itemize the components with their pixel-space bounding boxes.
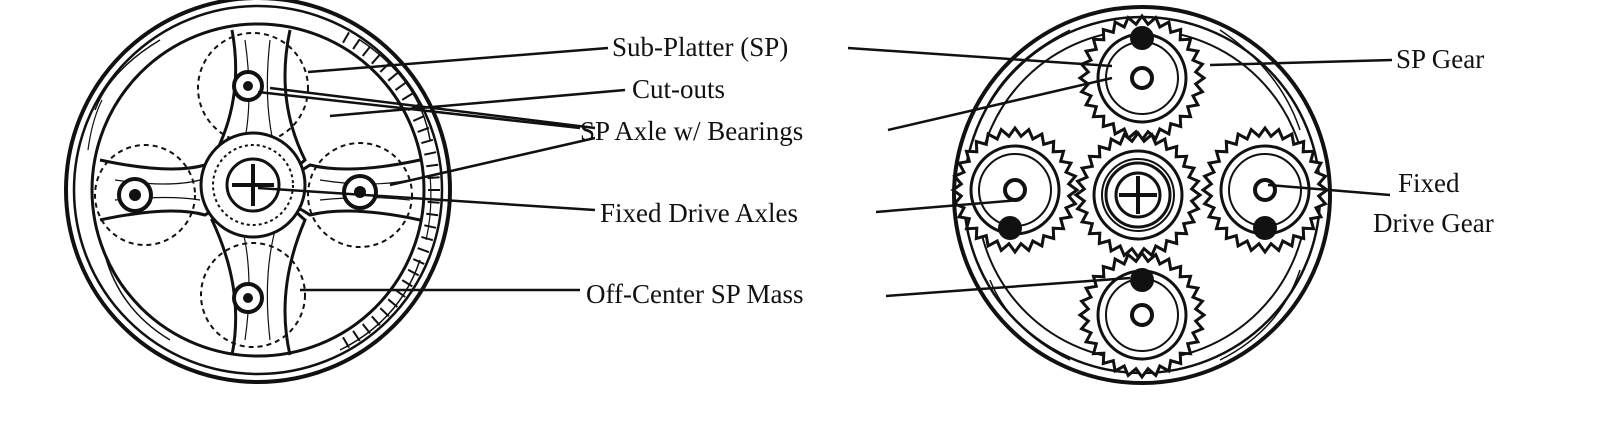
label-cut-outs: Cut-outs <box>632 74 725 104</box>
label-sub-platter: Sub-Platter (SP) <box>612 32 788 62</box>
rim-tooth <box>387 72 399 82</box>
rim-tooth <box>379 307 390 318</box>
rim-tooth <box>426 212 439 217</box>
cut-outs <box>94 32 413 348</box>
right-hub <box>1104 161 1172 229</box>
label-fixed-drive-axles: Fixed Drive Axles <box>600 198 798 228</box>
rim-tooth <box>421 235 434 242</box>
center-hub <box>199 131 307 239</box>
sp-gear-left-mass <box>998 216 1022 240</box>
rim-tooth <box>371 315 381 326</box>
rim-tooth <box>417 126 430 133</box>
rim-tooth <box>407 268 420 277</box>
sp-gear-right-axle <box>1253 178 1277 202</box>
rim-tooth <box>412 115 425 122</box>
rim-tooth <box>427 176 440 180</box>
gear-train <box>950 13 1330 380</box>
sp-gear-bottom-axle <box>1130 303 1154 327</box>
rim-tooth <box>427 200 440 204</box>
rim-tooth <box>371 54 381 65</box>
rim-tooth <box>342 31 350 44</box>
sp-gear-top-mass <box>1130 26 1154 50</box>
rim-tooth <box>342 336 350 349</box>
leader-lines <box>257 46 1393 298</box>
label-off-center-mass: Off-Center SP Mass <box>586 279 804 309</box>
sp-gear-left-axle <box>1003 178 1027 202</box>
rim-tooth <box>352 330 361 342</box>
rim-tooth <box>424 151 437 156</box>
left-disc <box>64 0 452 384</box>
label-sp-axle: SP Axle w/ Bearings <box>580 116 803 146</box>
fixed-drive-gear-ring <box>1092 149 1184 241</box>
sp-gear-bottom-mass <box>1130 268 1154 292</box>
rim-tooth <box>352 38 361 50</box>
right-disc <box>950 5 1332 385</box>
label-fixed-line2: Drive Gear <box>1373 208 1494 238</box>
rim-tooth <box>361 45 371 57</box>
rim-tooth <box>401 92 413 101</box>
rim-tooth <box>424 224 437 229</box>
rim-tooth <box>394 82 406 91</box>
label-sp-gear: SP Gear <box>1396 44 1484 74</box>
sp-gear-right-mass <box>1253 216 1277 240</box>
rim-tooth <box>417 247 430 254</box>
rim-tooth <box>387 298 399 308</box>
label-fixed-line1: Fixed <box>1398 168 1460 198</box>
sp-axles <box>117 70 378 314</box>
fixed-drive-gear-ring <box>1101 158 1175 232</box>
rim-tooth <box>401 279 413 288</box>
rim-tooth <box>426 163 439 168</box>
sp-gear-top-axle <box>1130 66 1154 90</box>
rim-tooth <box>421 138 434 145</box>
rim-tooth <box>361 323 371 335</box>
rim-tooth <box>412 258 425 265</box>
